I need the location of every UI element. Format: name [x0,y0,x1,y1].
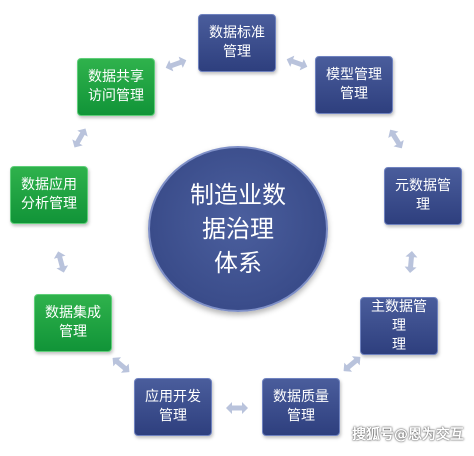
node-line: 数据集成 [45,305,101,321]
node-line: 数据标准 [209,25,265,41]
node-app-development: 应用开发管理 [134,378,212,436]
double-arrow-icon [165,56,187,72]
center-title-line: 制造业数 [190,181,286,209]
node-line: 数据质量 [273,389,329,405]
node-data-quality: 数据质量管理 [262,378,340,436]
node-model-management: 模型管理管理 [315,56,393,114]
node-line: 管理 [159,408,187,424]
double-arrow-icon [286,55,308,71]
node-line: 数据共享 [88,69,144,85]
node-line: 理 [392,336,406,353]
node-master-data: 主数据管理理 [360,297,438,355]
node-line: 管理 [287,408,315,424]
center-title-line: 体系 [214,249,262,277]
node-metadata-management: 元数据管理 [384,167,462,225]
double-arrow-icon [112,357,130,373]
double-arrow-icon [226,402,248,414]
double-arrow-icon [343,356,361,372]
node-line: 模型管理 [326,67,382,83]
node-line: 主数据管理 [371,298,427,334]
double-arrow-icon [53,251,69,273]
node-line: 应用开发 [145,389,201,405]
node-data-sharing: 数据共享访问管理 [77,58,155,116]
watermark-text: 搜狐号@恩为交互 [352,427,464,443]
node-data-analysis: 数据应用分析管理 [10,166,88,224]
double-arrow-icon [388,129,404,149]
node-line: 元数据管 [395,178,451,194]
center-title-line: 据治理 [202,215,274,243]
node-line: 访问管理 [88,88,144,104]
node-line: 管理 [59,324,87,340]
center-circle: 制造业数 据治理 体系 [148,146,328,312]
node-line: 分析管理 [21,196,77,212]
node-line: 数据应用 [21,177,77,193]
node-data-standard: 数据标准管理 [198,14,276,72]
double-arrow-icon [72,128,88,148]
node-data-integration: 数据集成管理 [34,294,112,352]
node-line: 管理 [223,44,251,60]
node-line: 管理 [340,86,368,102]
double-arrow-icon [404,251,418,273]
node-line: 理 [416,197,430,213]
